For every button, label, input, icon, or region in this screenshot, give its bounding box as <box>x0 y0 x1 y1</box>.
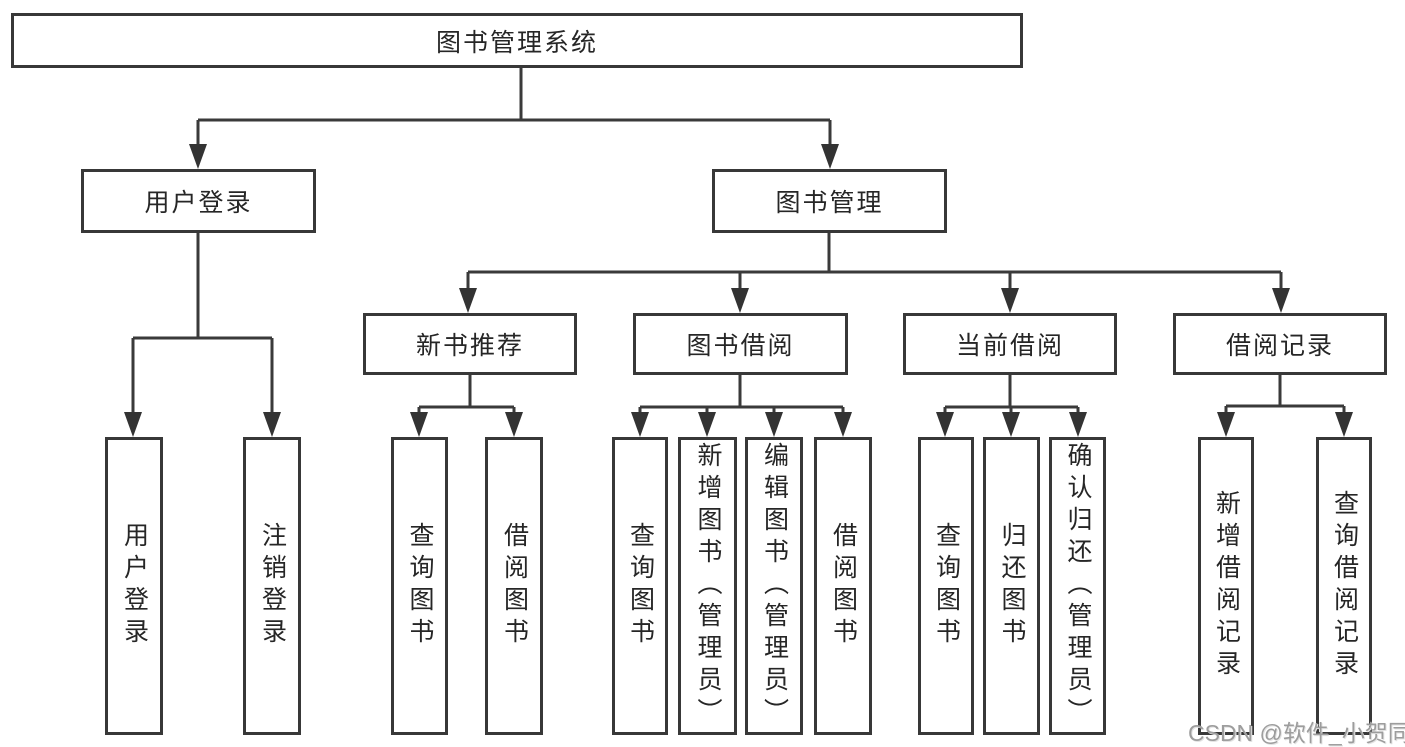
leaf-label: 查询图书 <box>406 522 434 650</box>
leaf-label: 注销登录 <box>258 522 287 650</box>
leaf-query-books-3: 查询图书 <box>918 437 974 735</box>
leaf-add-borrow-record: 新增借阅记录 <box>1198 437 1254 735</box>
leaf-label: 新增借阅记录 <box>1212 490 1241 682</box>
node-root-library-system: 图书管理系统 <box>11 13 1023 68</box>
leaf-label: 查询图书 <box>932 522 961 650</box>
node-book-management-branch: 图书管理 <box>712 169 947 233</box>
leaf-label: 确认归还（管理员） <box>1064 442 1092 730</box>
leaf-borrow-books-1: 借阅图书 <box>485 437 543 735</box>
node-new-book-recommend: 新书推荐 <box>363 313 577 375</box>
leaf-label: 编辑图书（管理员） <box>760 442 789 730</box>
leaf-label: 用户登录 <box>120 522 149 650</box>
leaf-borrow-books-2: 借阅图书 <box>814 437 872 735</box>
leaf-logout: 注销登录 <box>243 437 301 735</box>
leaf-label: 借阅图书 <box>500 522 529 650</box>
leaf-add-books-admin: 新增图书（管理员） <box>678 437 737 735</box>
leaf-query-books-2: 查询图书 <box>612 437 668 735</box>
leaf-query-books-1: 查询图书 <box>391 437 448 735</box>
node-borrow-records: 借阅记录 <box>1173 313 1387 375</box>
leaf-label: 查询借阅记录 <box>1330 490 1359 682</box>
node-book-borrow: 图书借阅 <box>633 313 848 375</box>
leaf-label: 查询图书 <box>626 522 655 650</box>
leaf-confirm-return-admin: 确认归还（管理员） <box>1049 437 1106 735</box>
leaf-label: 新增图书（管理员） <box>694 442 722 730</box>
csdn-watermark: CSDN @软件_小贺同学 <box>1188 720 1405 746</box>
node-user-login-branch: 用户登录 <box>81 169 316 233</box>
node-current-borrow: 当前借阅 <box>903 313 1117 375</box>
leaf-label: 归还图书 <box>998 522 1026 650</box>
leaf-edit-books-admin: 编辑图书（管理员） <box>745 437 803 735</box>
leaf-query-borrow-record: 查询借阅记录 <box>1316 437 1372 735</box>
leaf-user-login: 用户登录 <box>105 437 163 735</box>
leaf-return-books: 归还图书 <box>983 437 1040 735</box>
leaf-label: 借阅图书 <box>829 522 858 650</box>
